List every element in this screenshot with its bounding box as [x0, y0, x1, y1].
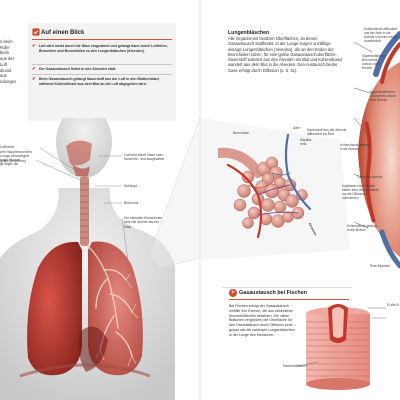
- label-bronchus: Bronchus: [124, 201, 139, 205]
- label-gill-filament: Kiemenblättchen: [283, 364, 307, 368]
- check-icon: ✔: [32, 66, 36, 71]
- alveoli-body: Alle Organismen besitzen Oberflächen, an…: [228, 36, 342, 73]
- check-icon: ✔: [32, 76, 36, 81]
- label-co2-to-alveole: Kohlendioxid gelangt in die Alveole: [340, 143, 370, 151]
- gill-illustration: [298, 304, 386, 390]
- left-text-fragment: n beim Rolle beim aus der Luft dioxid au…: [0, 39, 17, 84]
- check-icon: ✔: [32, 43, 36, 48]
- label-gill-water: Ei Wa Ki: [387, 303, 400, 307]
- leader-lines-left: [35, 117, 200, 269]
- summary-item: ✔ Der Gasaustausch findet in den Alveole…: [32, 66, 117, 71]
- summary-item: ✔ Beim Gasaustausch gelangt Sauerstoff a…: [32, 76, 160, 86]
- checklist-icon: [32, 28, 40, 36]
- label-larynx: Kehlkopf: [124, 184, 138, 188]
- label-oxygen-poor-blood: Sauerstoffarmes Blut strömt zurück zum H…: [362, 54, 386, 70]
- fish-box-body: Bei Fischen erfolgt der Gasaustausch mit…: [229, 304, 296, 337]
- cartilage-text-fragment: rmige Knorpel ge liegen die: [0, 158, 20, 166]
- summary-box-title: Auf einen Blick: [41, 30, 85, 36]
- label-bronchioles: Die kleinsten Bronchiolen sind viel dünn…: [124, 216, 163, 229]
- label-co2-gelangt: Kohlendioxid gelangt in die Alveole: [347, 224, 377, 232]
- alveoli-cluster-illustration: [218, 133, 312, 239]
- label-air-in-alveole: Luft in der Alveole: [357, 175, 383, 179]
- label-oxygen-diffuses: Sauerstoff aus der Alveole diffundiert i…: [307, 128, 347, 137]
- alveolus-closeup-illustration: [353, 31, 400, 269]
- label-air-in: Luft wird durch Nase oder Mund ein- und …: [124, 153, 165, 162]
- trachea-text-fragment: Luftröhre wei Hauptbronchien Lunge verzw…: [0, 145, 32, 163]
- fish-box-title: Gasaustausch bei Fischen: [239, 290, 308, 296]
- alveoli-heading: Lungenbläschen: [228, 30, 270, 36]
- label-bronchiole: Bronchiole: [233, 131, 250, 135]
- label-oxygen-rich-blood: Sauerstoffreiches Blut strömt zurück zum…: [370, 90, 396, 102]
- summary-item: ✔ Luft wird meist durch die Nase eingeat…: [32, 43, 168, 53]
- respiratory-system-illustration: [0, 118, 175, 400]
- summary-box-divider: [32, 39, 172, 40]
- fish-box-divider: [229, 299, 349, 300]
- label-co2-exhaled: Kohlendioxid diffundiert aus der Ader in…: [364, 27, 399, 43]
- label-capillary-network: Kapillar- netz: [300, 138, 313, 147]
- label-vein: Ader: [293, 126, 301, 130]
- label-thin-walls: Kapillaren und Alveolen haben sehr dünne…: [342, 184, 380, 200]
- fish-box-top-border: [222, 287, 352, 288]
- plus-icon: +: [229, 289, 237, 297]
- label-red-blood-cell: Rote Blutzelle: [370, 264, 390, 268]
